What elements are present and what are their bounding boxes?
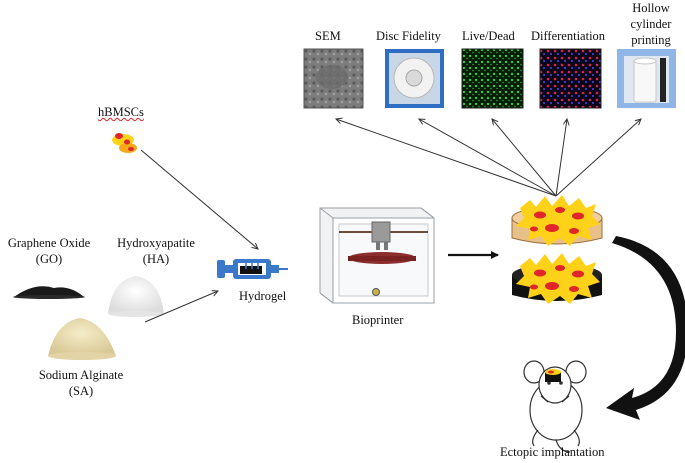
scaffold-top <box>511 195 603 246</box>
sem-thumbnail <box>303 48 364 109</box>
implanted-scaffold <box>545 369 561 382</box>
ha-line-1: Hydroxyapatite <box>117 236 195 250</box>
graphene-line-2: (GO) <box>35 252 63 266</box>
live-dead-label: Live/Dead <box>462 29 515 43</box>
hollow-cylinder-label: Hollow cylinder printing <box>619 0 683 48</box>
differentiation-thumbnail <box>539 48 602 109</box>
implant-curved-arrow <box>606 236 685 420</box>
bioprinter-label: Bioprinter <box>352 313 404 327</box>
ha-line-2: (HA) <box>142 252 170 266</box>
graphene-oxide-label: Graphene Oxide (GO) <box>0 235 98 267</box>
disc-fidelity-label: Disc Fidelity <box>376 29 441 43</box>
hydroxyapatite-label: Hydroxyapatite (HA) <box>106 235 206 267</box>
hollow-cylinder-thumbnail <box>617 49 676 108</box>
hydroxyapatite-powder <box>108 276 164 317</box>
arrow-cells-to-hydrogel <box>140 149 258 249</box>
characterization-arrows <box>336 119 641 197</box>
syringe-icon <box>217 259 288 279</box>
hbmscs-cells <box>112 133 137 153</box>
disc-fidelity-thumbnail <box>385 49 444 108</box>
live-dead-thumbnail <box>461 48 524 109</box>
arrow-powders-to-hydrogel <box>144 291 218 323</box>
scaffold-bottom <box>512 253 602 304</box>
sa-line-1: Sodium Alginate <box>38 368 124 382</box>
sodium-alginate-label: Sodium Alginate (SA) <box>26 367 136 399</box>
sem-label: SEM <box>315 29 341 43</box>
sa-line-2: (SA) <box>68 384 94 398</box>
hollow-line-1: Hollow <box>632 1 670 15</box>
differentiation-label: Differentiation <box>531 29 606 43</box>
bioprinter-icon <box>319 207 435 304</box>
hollow-line-2: cylinder <box>630 17 672 31</box>
sodium-alginate-powder <box>48 318 116 360</box>
graphene-line-1: Graphene Oxide <box>7 236 91 250</box>
ectopic-implantation-label: Ectopic implantation <box>500 445 605 459</box>
hydrogel-label: Hydrogel <box>239 289 287 303</box>
hbmscs-label: hBMSCs <box>98 105 144 119</box>
hollow-line-3: printing <box>631 33 671 47</box>
graphene-oxide-powder <box>13 286 85 299</box>
